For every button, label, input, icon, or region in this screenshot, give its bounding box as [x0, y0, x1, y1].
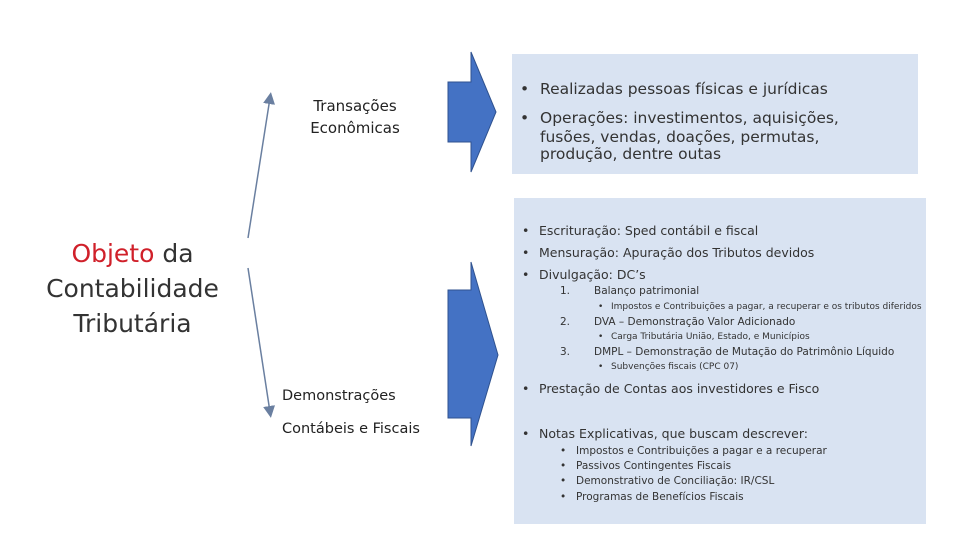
title-line2: Contabilidade [46, 274, 219, 303]
connector-to-transacoes [247, 92, 275, 239]
panel1-item-2-cont-b: produção, dentre outas [540, 145, 722, 163]
panel2-item-divulgacao: Divulgação: DC’s [539, 267, 646, 282]
title-line1-rest: da [154, 239, 194, 268]
numbered-2-sub-bullet: • [598, 332, 604, 342]
notas-3-bullet: • [560, 475, 567, 487]
numbered-3-sub: Subvenções fiscais (CPC 07) [611, 362, 739, 372]
panel2-bullet-3: • [522, 267, 530, 282]
panel2-bullet-2: • [522, 245, 530, 260]
numbered-1-sub-bullet: • [598, 302, 604, 312]
title-highlight: Objeto [71, 239, 155, 268]
panel2-bullet-prestacao: • [522, 381, 530, 396]
label-demonstracoes-line2: Contábeis e Fiscais [282, 421, 420, 437]
numbered-2-sub: Carga Tributária União, Estado, e Municí… [611, 332, 810, 342]
numbered-3-num: 3. [560, 346, 571, 358]
numbered-3-sub-bullet: • [598, 362, 604, 372]
chevron-arrow-top [447, 51, 497, 173]
notas-1-bullet: • [560, 445, 567, 457]
numbered-3-label: DMPL – Demonstração de Mutação do Patrim… [594, 346, 895, 358]
panel2-item-mensuracao: Mensuração: Apuração dos Tributos devido… [539, 245, 815, 260]
panel2-bullet-1: • [522, 223, 530, 238]
panel1-bullet-1: • [520, 80, 530, 98]
panel1-item-2: Operações: investimentos, aquisições, [540, 109, 839, 127]
numbered-1-sub: Impostos e Contribuições a pagar, a recu… [611, 302, 922, 312]
title-line3: Tributária [73, 309, 192, 338]
panel-demonstracoes: • Escrituração: Sped contábil e fiscal •… [514, 198, 926, 524]
connector-to-demonstracoes [247, 267, 276, 418]
panel2-bullet-notas: • [522, 426, 530, 441]
label-transacoes: Transações Econômicas [300, 95, 410, 139]
notas-item-4: Programas de Benefícios Fiscais [576, 491, 744, 503]
main-title: Objeto da Contabilidade Tributária [20, 236, 245, 341]
label-transacoes-line1: Transações [313, 97, 397, 115]
notas-2-bullet: • [560, 460, 567, 472]
numbered-2-num: 2. [560, 316, 571, 328]
numbered-1-label: Balanço patrimonial [594, 285, 700, 297]
notas-item-3: Demonstrativo de Conciliação: IR/CSL [576, 475, 775, 487]
panel-transacoes: • Realizadas pessoas físicas e jurídicas… [512, 54, 918, 174]
chevron-arrow-bottom-shape [447, 261, 499, 447]
panel2-item-prestacao: Prestação de Contas aos investidores e F… [539, 381, 820, 396]
label-demonstracoes-line1: Demonstrações [282, 388, 396, 404]
panel2-item-notas: Notas Explicativas, que buscam descrever… [539, 426, 809, 441]
panel1-bullet-2: • [520, 109, 530, 127]
notas-item-2: Passivos Contingentes Fiscais [576, 460, 732, 472]
label-transacoes-line2: Econômicas [310, 119, 400, 137]
panel2-item-escrituracao: Escrituração: Sped contábil e fiscal [539, 223, 759, 238]
notas-item-1: Impostos e Contribuições a pagar e a rec… [576, 445, 827, 457]
notas-4-bullet: • [560, 491, 567, 503]
numbered-1-num: 1. [560, 285, 571, 297]
numbered-2-label: DVA – Demonstração Valor Adicionado [594, 316, 796, 328]
panel1-item-2-cont-a: fusões, vendas, doações, permutas, [540, 128, 820, 146]
panel1-item-1: Realizadas pessoas físicas e jurídicas [540, 80, 828, 98]
